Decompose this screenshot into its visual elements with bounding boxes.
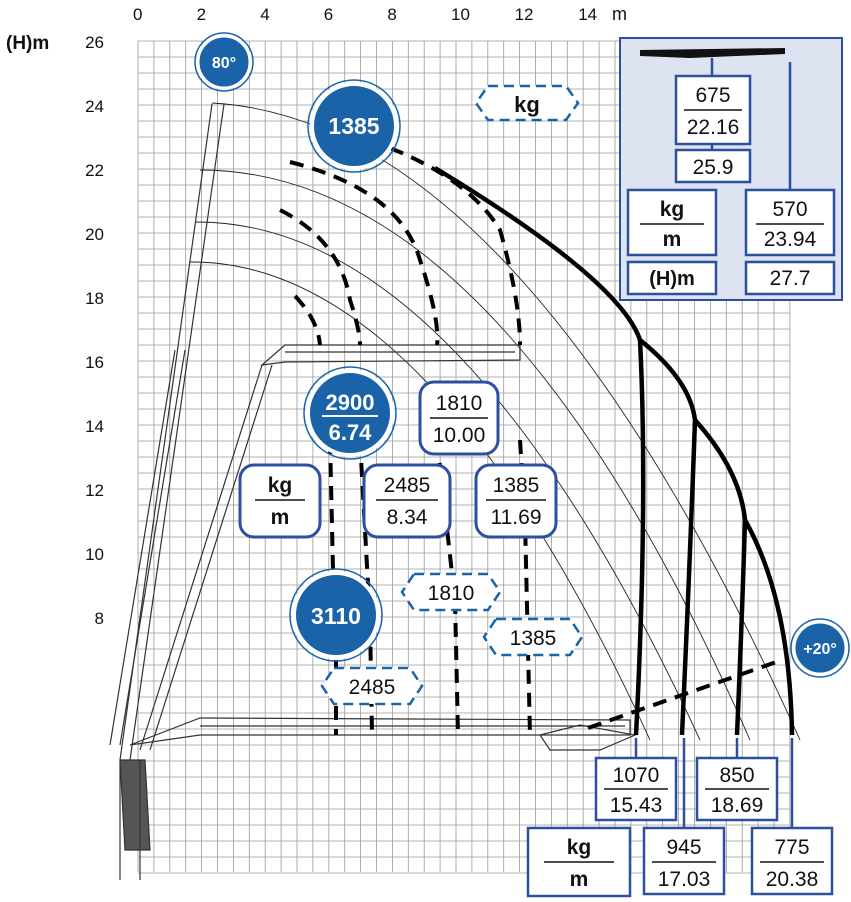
bottom-legend-m: m <box>570 868 589 891</box>
inset-legend-kg: kg <box>660 198 685 221</box>
x-tick-label: 10 <box>451 5 470 24</box>
capacity-3110-circle: 3110 <box>289 568 383 662</box>
x-tick-label: 2 <box>197 5 206 24</box>
tag-1385-label: 1385 <box>510 627 557 650</box>
box-1385-reach: 11.69 <box>491 506 542 529</box>
y-tick-label: 12 <box>85 481 104 500</box>
inset-panel: 675 22.16 25.9 kg m 570 23.94 (H)m 27.7 <box>619 37 843 301</box>
grid <box>137 40 791 874</box>
capacity-2900-load: 2900 <box>326 390 375 415</box>
capacity-2900-circle: 2900 6.74 <box>303 366 397 460</box>
y-tick-label: 10 <box>85 545 104 564</box>
bottom-box-945: 945 17.03 <box>642 826 726 896</box>
legend-m: m <box>271 506 290 529</box>
box-1810-10: 1810 10.00 <box>418 380 500 456</box>
tag-1810: 1810 <box>400 572 502 612</box>
bottom-box-1070-reach: 15.43 <box>610 794 663 817</box>
inset-height-value: 25.9 <box>693 156 734 179</box>
angle-20-badge: +20° <box>790 618 850 678</box>
x-axis-unit: m <box>612 4 627 24</box>
bottom-connectors <box>634 738 794 828</box>
tag-1385: 1385 <box>482 617 584 657</box>
bottom-box-775-reach: 20.38 <box>766 868 819 891</box>
load-curves <box>433 166 795 736</box>
kg-tag: kg <box>474 84 580 122</box>
tag-1810-label: 1810 <box>428 582 475 605</box>
bottom-box-850-reach: 18.69 <box>711 794 764 817</box>
box-2485-8: 2485 8.34 <box>362 463 452 539</box>
x-axis-ticks: 0 2 4 6 8 10 12 14 <box>133 5 597 24</box>
box-1810-load: 1810 <box>436 392 483 415</box>
inset-reach2: 23.94 <box>764 228 817 251</box>
x-tick-label: 4 <box>260 5 269 24</box>
bottom-box-945-reach: 17.03 <box>658 868 711 891</box>
y-tick-label: 24 <box>85 97 104 116</box>
capacity-2900-reach: 6.74 <box>329 420 373 445</box>
tag-2485: 2485 <box>320 666 424 706</box>
capacity-1385-circle: 1385 <box>307 79 401 173</box>
x-tick-label: 8 <box>387 5 396 24</box>
y-tick-label: 16 <box>85 353 104 372</box>
inset-load: 675 <box>695 84 730 107</box>
tag-2485-label: 2485 <box>349 676 396 699</box>
bottom-box-1070-load: 1070 <box>613 764 660 787</box>
box-1810-reach: 10.00 <box>433 424 486 447</box>
x-tick-label: 14 <box>578 5 597 24</box>
y-tick-label: 22 <box>85 161 104 180</box>
bottom-box-775-load: 775 <box>774 836 809 859</box>
angle-20-label: +20° <box>803 641 837 658</box>
inset-height-value2: 27.7 <box>770 267 811 290</box>
capacity-1385-label: 1385 <box>328 113 379 139</box>
bottom-box-775: 775 20.38 <box>750 826 834 896</box>
inset-load2: 570 <box>772 198 807 221</box>
y-tick-label: 18 <box>85 289 104 308</box>
inset-legend-hm: (H)m <box>649 268 695 290</box>
reach-arcs <box>189 102 801 741</box>
angle-80-label: 80° <box>212 55 236 72</box>
box-1385-11: 1385 11.69 <box>474 463 558 539</box>
legend-kg: kg <box>268 474 293 497</box>
box-1385-load: 1385 <box>493 474 540 497</box>
y-tick-label: 8 <box>95 609 104 628</box>
bottom-box-850-load: 850 <box>719 764 754 787</box>
y-axis-unit: (H)m <box>6 33 49 54</box>
x-tick-label: 0 <box>133 5 142 24</box>
inset-legend-m: m <box>663 228 682 251</box>
y-tick-label: 26 <box>85 33 104 52</box>
bottom-legend-kg: kg <box>567 836 592 859</box>
box-2485-reach: 8.34 <box>387 506 428 529</box>
capacity-3110-label: 3110 <box>311 603 361 629</box>
x-tick-label: 12 <box>515 5 534 24</box>
y-tick-label: 14 <box>85 417 104 436</box>
y-tick-label: 20 <box>85 225 104 244</box>
bottom-box-945-load: 945 <box>666 836 701 859</box>
inset-reach: 22.16 <box>687 116 740 139</box>
kg-tag-label: kg <box>514 92 540 117</box>
bottom-legend-kg-m: kg m <box>526 826 632 898</box>
bottom-box-850: 850 18.69 <box>695 756 779 822</box>
angle-80-badge: 80° <box>194 32 254 92</box>
bottom-box-1070: 1070 15.43 <box>594 756 678 822</box>
x-tick-label: 6 <box>324 5 333 24</box>
legend-kg-m-box: kg m <box>238 463 322 539</box>
box-2485-load: 2485 <box>384 474 431 497</box>
crane-boom <box>109 103 638 880</box>
y-axis-ticks: 26 24 22 20 18 16 14 12 10 8 <box>85 33 104 628</box>
